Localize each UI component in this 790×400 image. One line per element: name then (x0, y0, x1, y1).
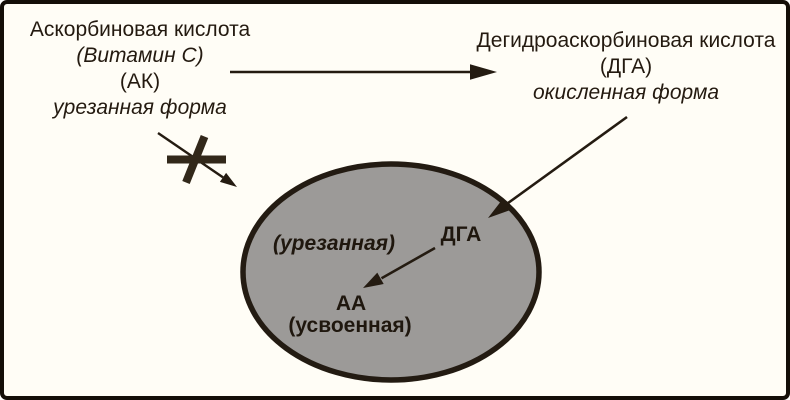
source-abbr-label: (АК) (119, 70, 161, 93)
source-vitamin-label: (Витамин С) (76, 44, 204, 67)
diagram-shapes (157, 64, 628, 383)
product-form-label: окисленная форма (532, 81, 720, 104)
blocked-cross-mark-icon (167, 135, 226, 184)
blocked-entry-arrow (157, 132, 237, 187)
source-form-label: урезанная форма (53, 96, 227, 119)
cell-dga-label: ДГА (440, 223, 482, 246)
cell-absorbed-label: (усвоенная) (288, 314, 412, 337)
product-abbr-label: (ДГА) (599, 55, 653, 78)
cell-aa-label: АА (335, 292, 367, 315)
blocked-arrowhead-icon (219, 172, 237, 187)
dga-to-aa-arrowhead-icon (363, 272, 384, 288)
dga-entry-arrowhead-icon (488, 198, 512, 218)
cell-truncated-label: (урезанная) (273, 232, 395, 255)
oxidation-arrowhead-icon (470, 64, 497, 80)
product-name-label: Дегидроаскорбиновая кислота (476, 29, 776, 52)
oxidation-arrow (230, 64, 497, 80)
source-name-label: Аскорбиновая кислота (29, 18, 251, 41)
dga-entry-arrow (488, 115, 628, 218)
source-text-block: Аскорбиновая кислота (Витамин С) (АК) ур… (16, 17, 264, 121)
dga-to-aa-arrow (363, 246, 436, 288)
product-text-block: Дегидроаскорбиновая кислота (ДГА) окисле… (468, 28, 784, 106)
